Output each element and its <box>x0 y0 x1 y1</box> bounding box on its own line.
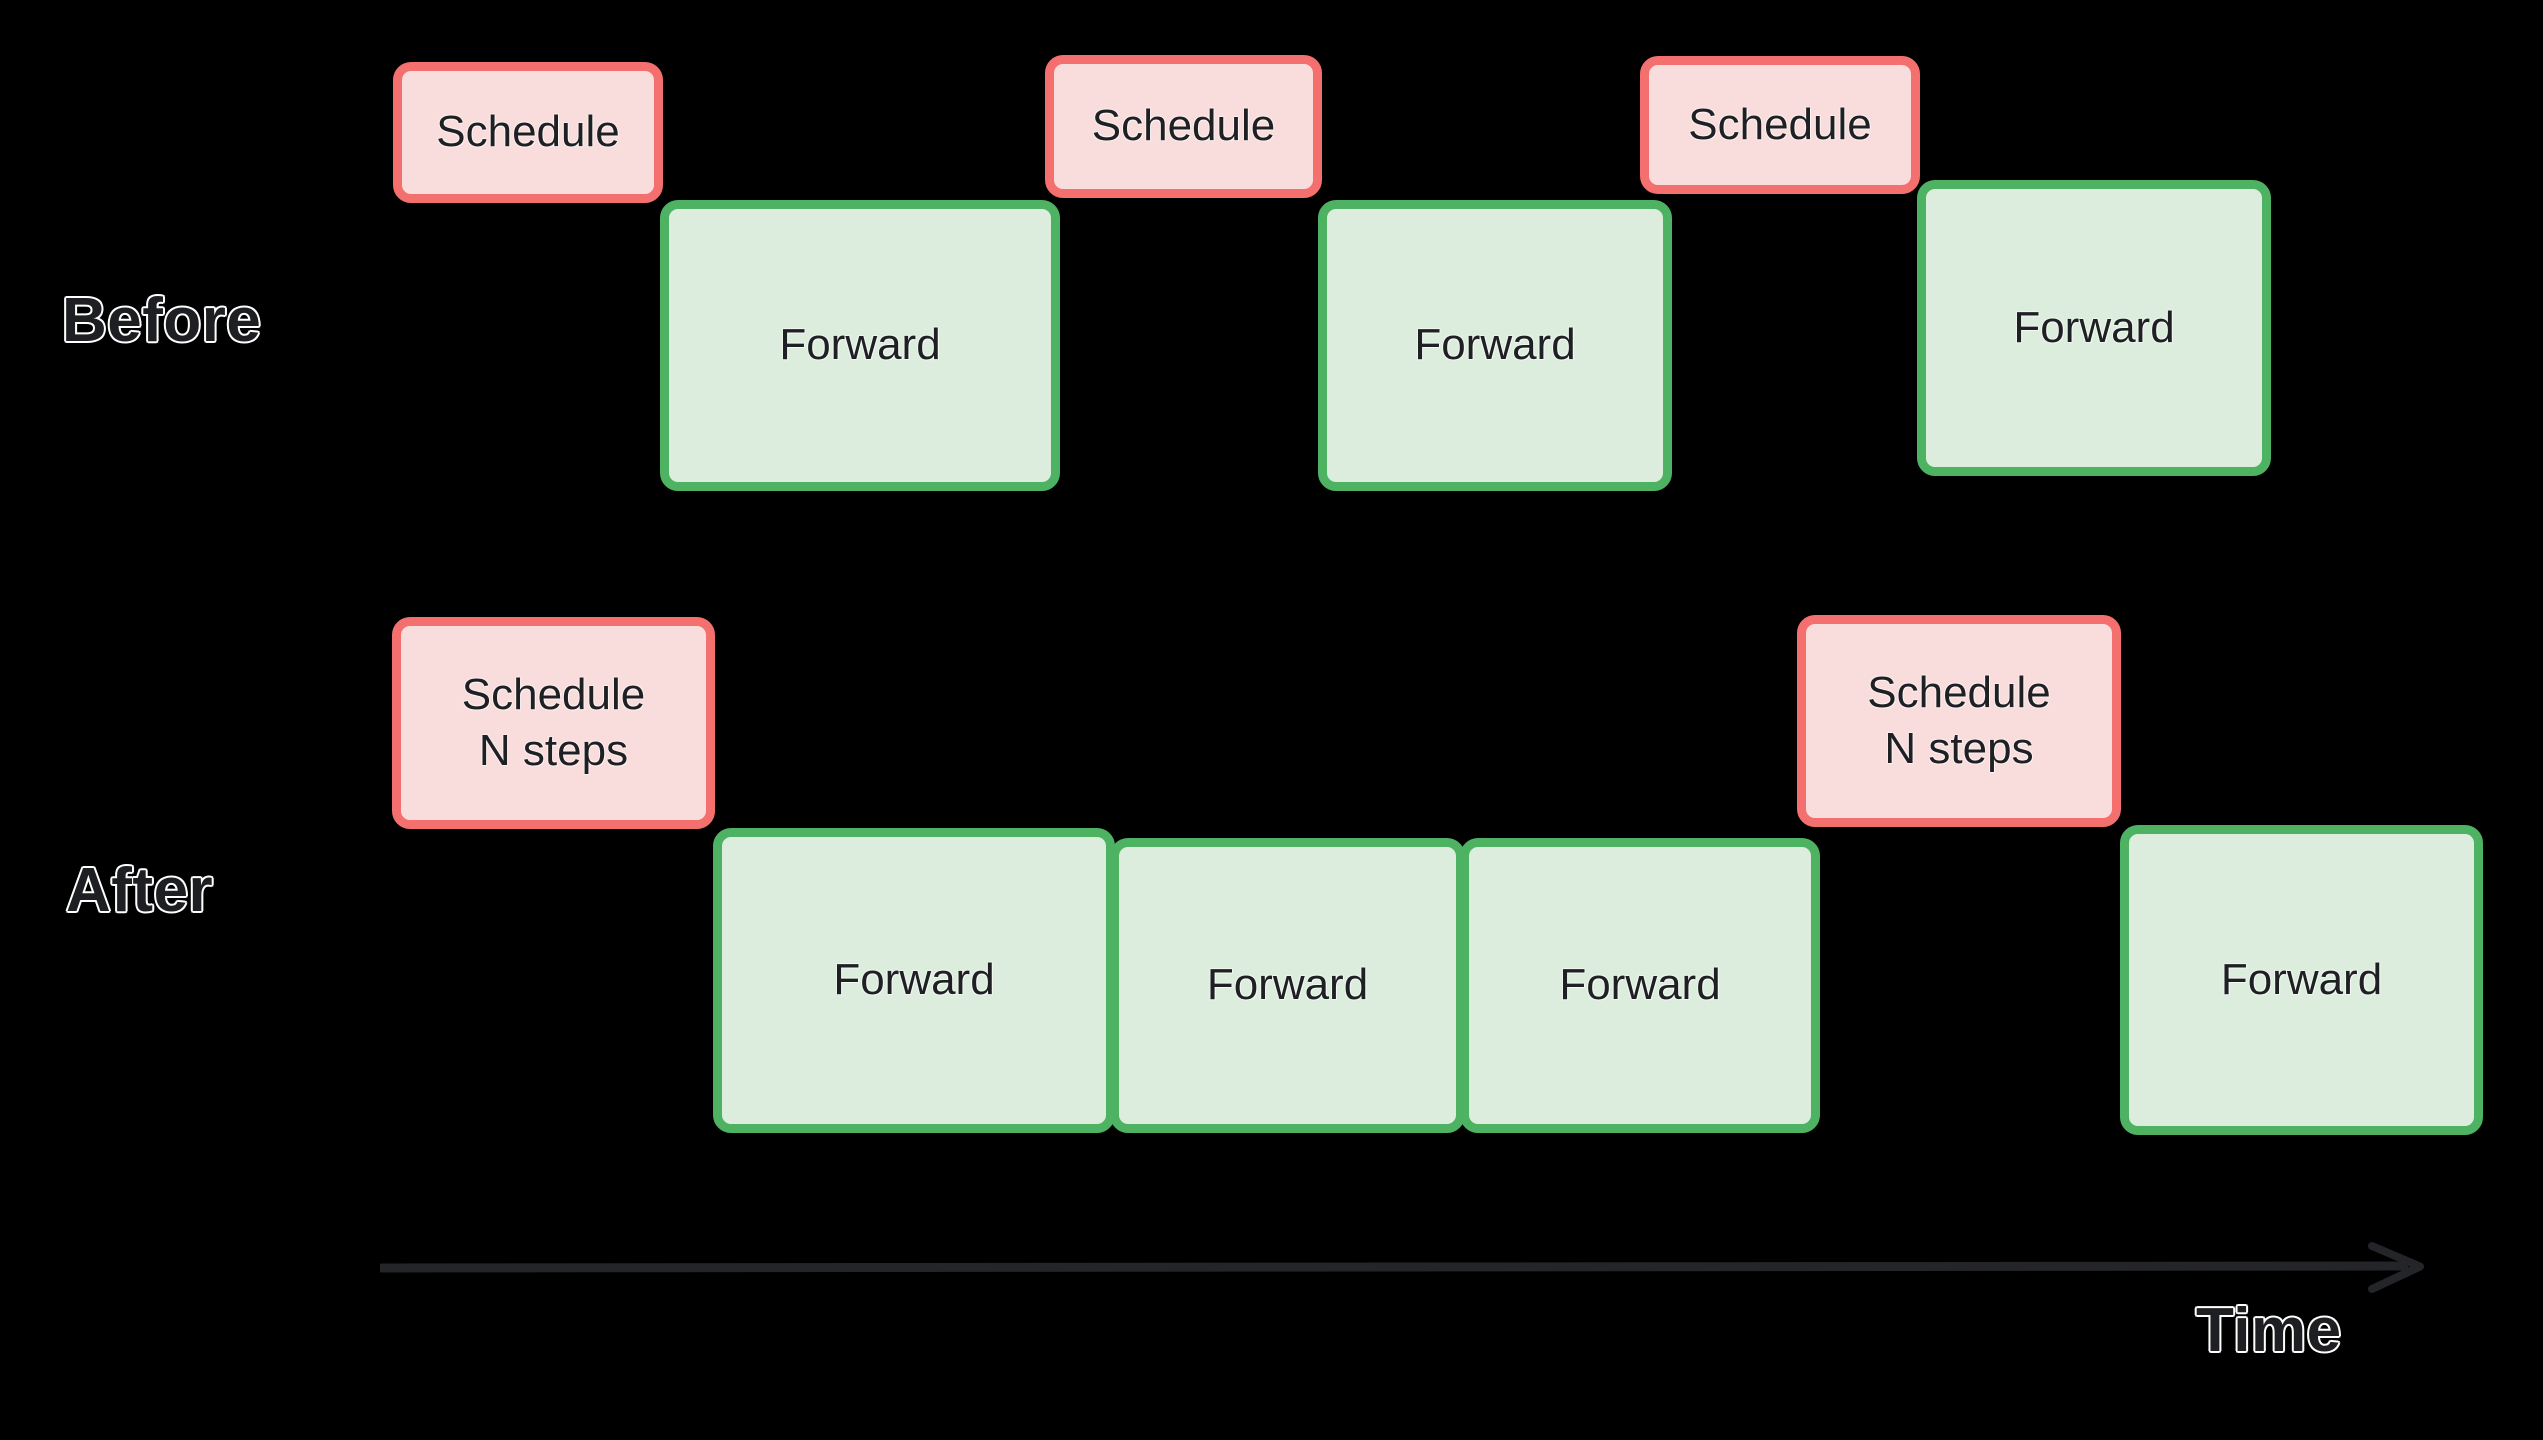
time-axis-label: Time <box>2196 1296 2342 1365</box>
after-schedule-n-steps-box-1: Schedule N steps <box>392 617 715 829</box>
row-label-before: Before <box>62 286 262 355</box>
after-schedule-n-steps-box-2: Schedule N steps <box>1797 615 2121 827</box>
row-label-after: After <box>66 856 214 925</box>
before-schedule-box-1: Schedule <box>393 62 663 203</box>
before-forward-box-3: Forward <box>1917 180 2271 476</box>
before-schedule-box-2: Schedule <box>1045 55 1322 198</box>
before-forward-box-1: Forward <box>660 200 1060 491</box>
before-forward-box-2: Forward <box>1318 200 1672 491</box>
after-forward-box-1: Forward <box>713 828 1115 1133</box>
after-forward-box-4: Forward <box>2120 825 2483 1135</box>
before-schedule-box-3: Schedule <box>1640 56 1920 194</box>
after-forward-box-3: Forward <box>1460 838 1820 1133</box>
after-forward-box-2: Forward <box>1110 838 1465 1133</box>
time-axis-arrow <box>380 1240 2430 1300</box>
